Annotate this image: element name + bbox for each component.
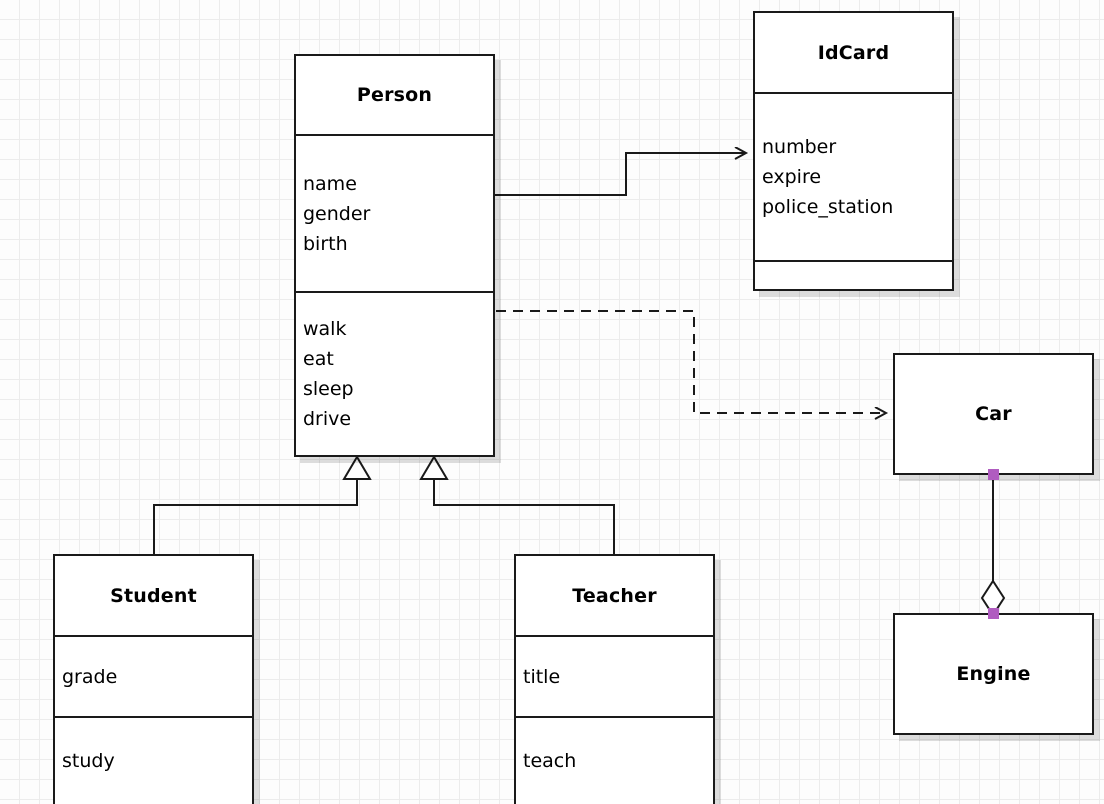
operations-student: study [55, 716, 252, 804]
connection-handle-engine-top[interactable] [988, 608, 999, 619]
class-box-car[interactable]: Car [893, 353, 1094, 475]
hollow-triangle-icon [342, 455, 372, 480]
operations-teacher: teach [516, 716, 713, 804]
attribute-item: number [762, 136, 837, 158]
class-name-student: Student [55, 556, 252, 635]
operations-idcard [755, 260, 952, 289]
class-name-label: Engine [956, 663, 1031, 685]
class-box-idcard[interactable]: IdCard number expire police_station [753, 11, 954, 291]
operation-item: sleep [303, 378, 354, 400]
class-box-engine[interactable]: Engine [893, 613, 1094, 735]
attributes-teacher: title [516, 635, 713, 716]
attribute-item: title [523, 665, 561, 688]
attribute-item: expire [762, 166, 822, 188]
attributes-idcard: number expire police_station [755, 92, 952, 260]
operation-item: teach [523, 750, 577, 772]
operation-item: walk [303, 318, 347, 340]
class-name-car: Car [895, 355, 1092, 473]
attribute-item: police_station [762, 196, 894, 218]
generalization-teacher-person[interactable] [419, 455, 615, 554]
operations-person: walk eat sleep drive [296, 291, 493, 455]
class-box-teacher[interactable]: Teacher title teach [514, 554, 715, 804]
dependency-person-car[interactable] [496, 310, 886, 413]
class-name-teacher: Teacher [516, 556, 713, 635]
class-name-label: Person [356, 84, 433, 106]
class-name-label: IdCard [817, 41, 890, 64]
attribute-item: birth [303, 232, 348, 255]
association-person-idcard[interactable] [495, 153, 746, 196]
operation-item: drive [303, 408, 352, 430]
attributes-student: grade [55, 635, 252, 716]
attribute-item: name [303, 172, 357, 195]
class-box-person[interactable]: Person name gender birth walk eat sleep … [294, 54, 495, 457]
attribute-item: grade [62, 665, 118, 688]
attributes-person: name gender birth [296, 134, 493, 291]
operation-item: eat [303, 348, 334, 370]
class-name-label: Student [110, 584, 197, 607]
class-name-idcard: IdCard [755, 13, 952, 92]
attribute-item: gender [303, 202, 371, 225]
generalization-student-person[interactable] [153, 455, 372, 554]
connection-handle-car-bottom[interactable] [988, 469, 999, 480]
class-box-student[interactable]: Student grade study [53, 554, 254, 804]
class-name-person: Person [296, 56, 493, 134]
operation-item: study [62, 750, 115, 772]
class-name-engine: Engine [895, 615, 1092, 733]
hollow-triangle-icon [419, 455, 449, 480]
aggregation-car-engine[interactable] [980, 474, 1006, 617]
class-name-label: Car [975, 403, 1012, 425]
class-name-label: Teacher [572, 584, 657, 607]
